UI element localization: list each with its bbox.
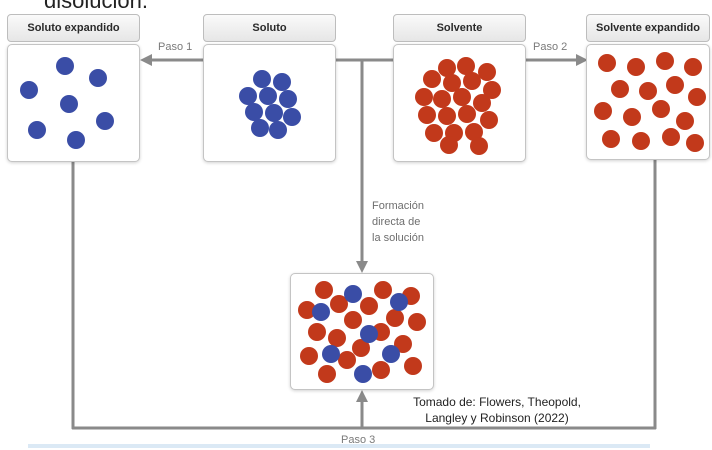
formacion-directa-label: Formación directa de la solución: [372, 198, 424, 246]
formacion-line-3: la solución: [372, 232, 424, 244]
credit-line-2: Langley y Robinson (2022): [425, 411, 569, 425]
arrowhead-paso3: [356, 390, 368, 402]
credit-line-1: Tomado de: Flowers, Theopold,: [413, 395, 581, 409]
formacion-line-2: directa de: [372, 216, 421, 228]
soluto-expandido-panel: [7, 44, 140, 162]
solvente-panel: [393, 44, 526, 162]
solvente-label: Solvente: [393, 14, 526, 42]
soluto-label: Soluto: [203, 14, 336, 42]
arrowhead-formacion: [356, 261, 368, 273]
bottom-divider: [28, 444, 650, 448]
soluto-particles: [239, 70, 301, 139]
header-text: disolución.: [44, 0, 148, 13]
solucion-panel: [290, 273, 434, 390]
paso3-label: Paso 3: [341, 434, 376, 446]
paso2-label: Paso 2: [533, 41, 568, 53]
solvente-particles: [415, 57, 501, 155]
soluto-panel: [203, 44, 336, 162]
soluto-expandido-particles: [20, 57, 114, 149]
source-credit: Tomado de: Flowers, Theopold, Langley y …: [392, 394, 602, 426]
soluto-expandido-label: Soluto expandido: [7, 14, 140, 42]
solucion-particles: [298, 281, 426, 383]
solvente-expandido-label: Solvente expandido: [586, 14, 710, 42]
formacion-line-1: Formación: [372, 200, 424, 212]
paso1-label: Paso 1: [158, 41, 193, 53]
arrowhead-paso1: [140, 54, 152, 66]
solvente-expandido-particles: [594, 52, 706, 152]
solvente-expandido-panel: [586, 44, 710, 160]
arrowhead-paso2: [576, 54, 588, 66]
